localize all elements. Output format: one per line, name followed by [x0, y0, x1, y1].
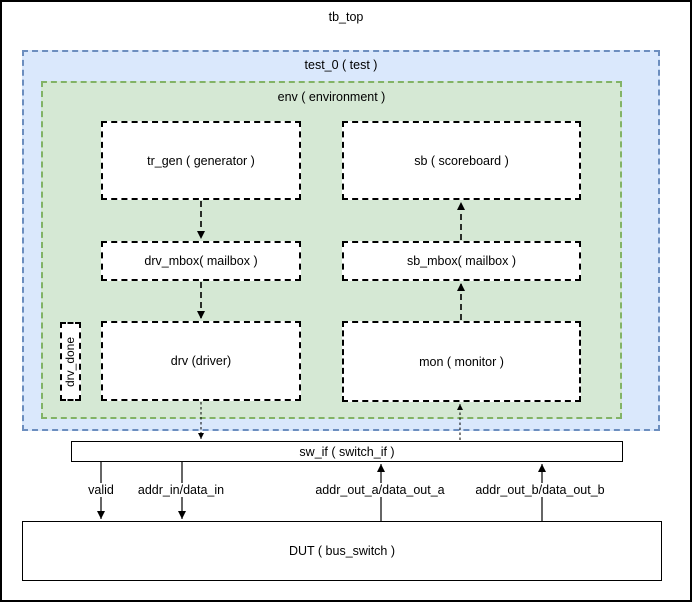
switch-interface-box: sw_if ( switch_if ) [71, 441, 623, 462]
dut-box: DUT ( bus_switch ) [22, 521, 662, 581]
block-scoreboard-mailbox: sb_mbox( mailbox ) [342, 241, 581, 281]
block-scoreboard-mailbox-label: sb_mbox( mailbox ) [406, 254, 517, 268]
block-scoreboard-label: sb ( scoreboard ) [414, 153, 509, 168]
block-monitor-label: mon ( monitor ) [419, 354, 504, 369]
dut-label: DUT ( bus_switch ) [288, 544, 396, 558]
block-driver-mailbox: drv_mbox( mailbox ) [101, 241, 301, 281]
block-driver-mailbox-label: drv_mbox( mailbox ) [144, 254, 258, 268]
block-driver-label: drv (driver) [170, 354, 232, 368]
block-generator: tr_gen ( generator ) [101, 121, 301, 200]
block-driver: drv (driver) [101, 321, 301, 401]
diagram-title: tb_top [328, 10, 364, 24]
block-monitor: mon ( monitor ) [342, 321, 581, 402]
block-generator-label: tr_gen ( generator ) [147, 153, 255, 168]
block-scoreboard: sb ( scoreboard ) [342, 121, 581, 200]
env-container-label: env ( environment ) [277, 90, 386, 104]
signal-label-addr-out-b: addr_out_b/data_out_b [473, 483, 607, 497]
switch-interface-label: sw_if ( switch_if ) [299, 444, 395, 459]
signal-label-addr-out-a: addr_out_a/data_out_a [313, 483, 447, 497]
signal-label-valid: valid [86, 483, 116, 497]
test-container-label: test_0 ( test ) [304, 58, 378, 72]
signal-label-addr-in: addr_in/data_in [135, 483, 227, 497]
block-drv-done-event: drv_done [60, 322, 81, 401]
block-drv-done-label: drv_done [63, 336, 78, 387]
